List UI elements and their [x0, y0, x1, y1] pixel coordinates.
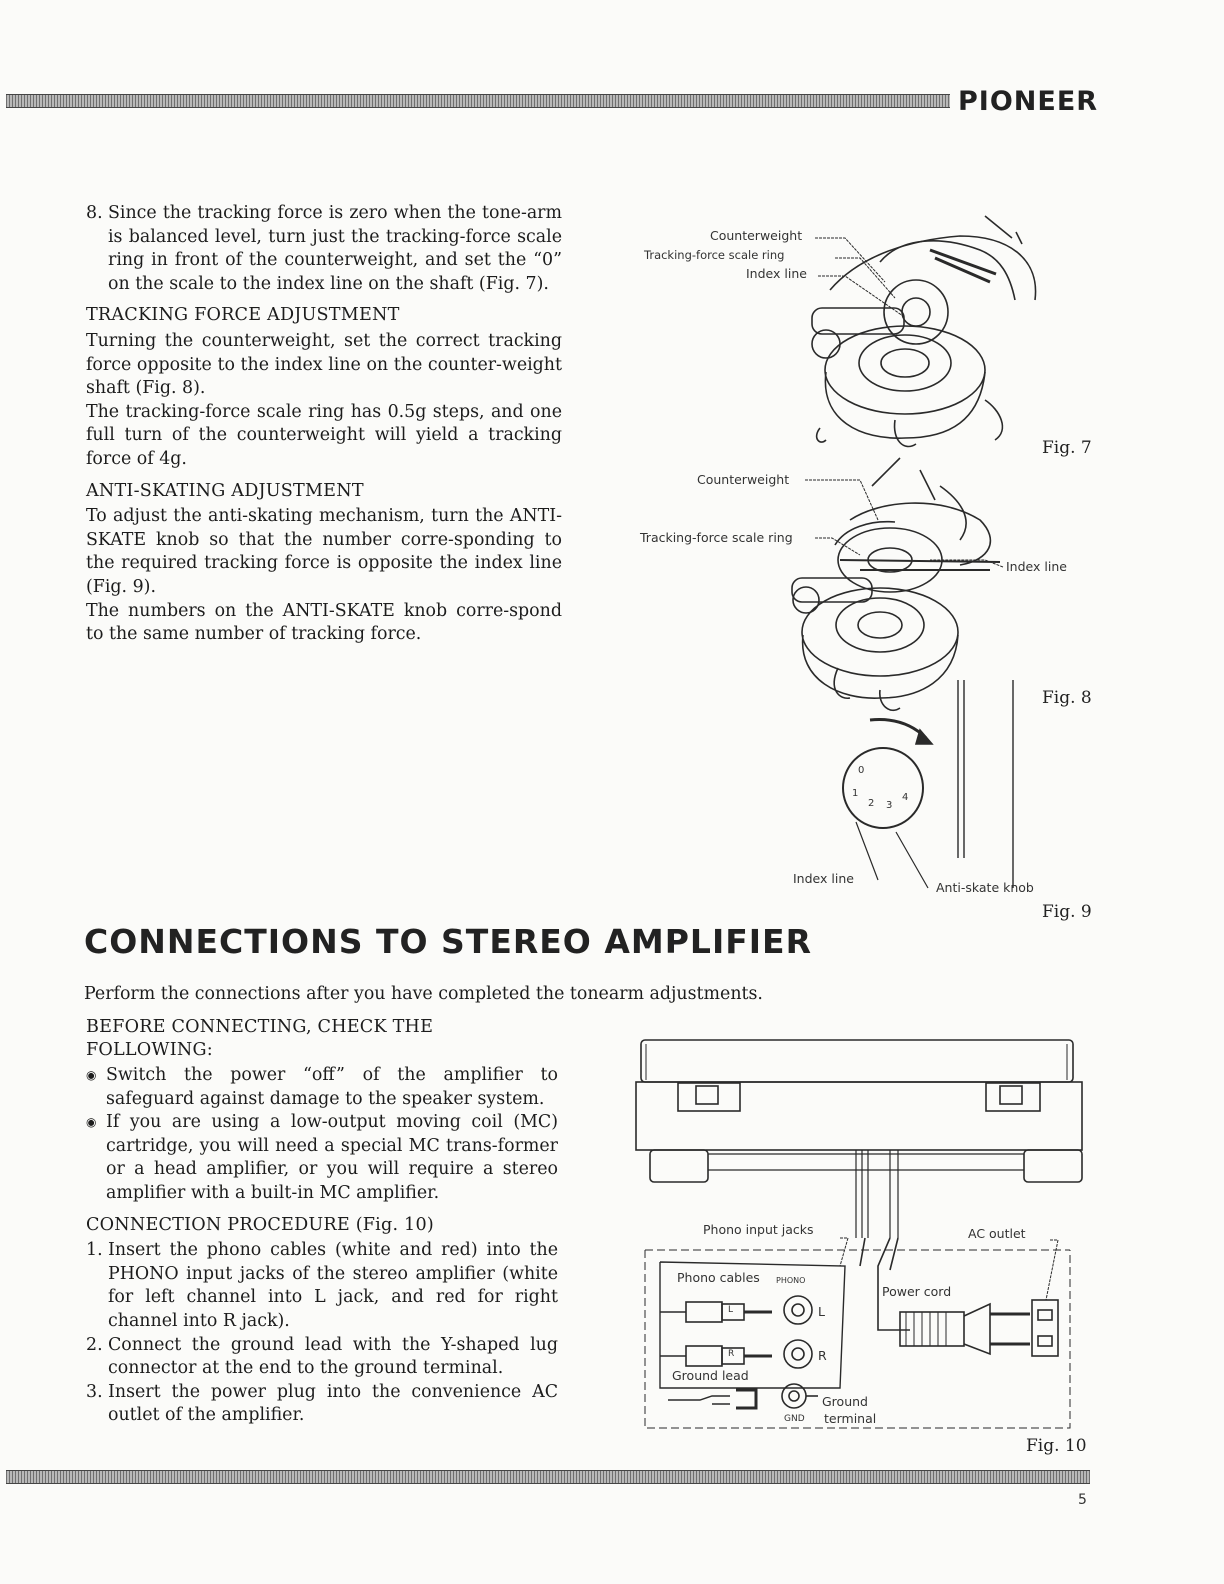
- cable-plug-l: L: [728, 1305, 734, 1315]
- tracking-force-title: TRACKING FORCE ADJUSTMENT: [86, 305, 400, 326]
- fig8-illustration: [791, 457, 1001, 712]
- ac-outlet-label: AC outlet: [968, 1226, 1026, 1241]
- step-number: 3.: [86, 1381, 103, 1402]
- phono-panel-label: PHONO: [776, 1276, 806, 1285]
- procedure-title: CONNECTION PROCEDURE (Fig. 10): [86, 1214, 434, 1235]
- section-intro: Perform the connections after you have c…: [84, 984, 763, 1004]
- step-number: 1.: [86, 1240, 103, 1261]
- anti-skating-title: ANTI-SKATING ADJUSTMENT: [86, 480, 364, 501]
- fig9-dial-numbers: 0 1 2 3 4: [852, 765, 908, 811]
- fig9-illustration: [842, 680, 1014, 889]
- phono-jack-r: [783, 1339, 813, 1369]
- tracking-force-paragraph-1: Turning the counterweight, set the corre…: [86, 330, 562, 399]
- phono-input-jacks-label: Phono input jacks: [703, 1222, 814, 1237]
- bullet-item: ◉ Switch the power “off” of the amplifie…: [86, 1064, 558, 1111]
- tonearm-instructions: 8. Since the tracking force is zero when…: [86, 202, 562, 647]
- before-connecting-title: BEFORE CONNECTING, CHECK THE FOLLOWING:: [86, 1017, 434, 1060]
- header-rule: [6, 94, 950, 108]
- fig8-counterweight-label: Counterweight: [697, 472, 790, 487]
- ground-lead-label: Ground lead: [672, 1368, 749, 1383]
- fig7-caption: Fig. 7: [1042, 438, 1092, 458]
- page-number: 5: [1078, 1492, 1087, 1508]
- dial-0: 0: [858, 765, 864, 776]
- fig9-index-label: Index line: [793, 871, 854, 886]
- fig7-index-label: Index line: [746, 266, 807, 281]
- step-text: Insert the phono cables (white and red) …: [108, 1240, 558, 1331]
- fig8-ring-label: Tracking-force scale ring: [640, 530, 793, 545]
- fig10-turntable-illustration: [635, 1039, 1083, 1238]
- power-cord-label: Power cord: [882, 1284, 952, 1299]
- procedure-step-2: 2. Connect the ground lead with the Y-sh…: [86, 1334, 558, 1381]
- step-8: 8. Since the tracking force is zero when…: [86, 202, 562, 296]
- step-text: Connect the ground lead with the Y-shape…: [108, 1334, 558, 1379]
- anti-skating-paragraph-2: The numbers on the ANTI-SKATE knob corre…: [86, 600, 562, 645]
- anti-skating-paragraph-1: To adjust the anti-skating mechanism, tu…: [86, 506, 562, 597]
- phono-jack-l: [783, 1295, 813, 1325]
- jack-l-label: L: [818, 1304, 825, 1319]
- phono-cables-label: Phono cables: [677, 1270, 760, 1285]
- ground-terminal-label-2: terminal: [824, 1411, 877, 1426]
- fig10-amplifier-panel: [644, 1237, 1071, 1429]
- fig9-caption: Fig. 9: [1042, 902, 1092, 922]
- fig7-ring-label: Tracking-force scale ring: [644, 248, 785, 262]
- procedure-step-3: 3. Insert the power plug into the conven…: [86, 1381, 558, 1428]
- ground-terminal-label: Ground: [822, 1394, 868, 1409]
- footer-rule: [6, 1470, 1090, 1484]
- bullet-icon: ◉: [86, 1068, 97, 1082]
- procedure-step-1: 1. Insert the phono cables (white and re…: [86, 1239, 558, 1333]
- dial-2: 2: [868, 798, 874, 809]
- fig7-illustration: [811, 215, 1037, 448]
- dial-1: 1: [852, 788, 858, 799]
- tracking-force-paragraph-2: The tracking-force scale ring has 0.5g s…: [86, 401, 562, 469]
- step-text: Insert the power plug into the convenien…: [108, 1381, 558, 1426]
- bullet-icon: ◉: [86, 1115, 97, 1130]
- jack-r-label: R: [818, 1348, 827, 1363]
- fig8-index-label: Index line: [1006, 559, 1067, 574]
- gnd-label: GND: [784, 1414, 805, 1424]
- cable-plug-r: R: [728, 1349, 735, 1359]
- fig10-caption: Fig. 10: [1026, 1436, 1087, 1456]
- dial-4: 4: [902, 792, 908, 803]
- fig9-knob-label: Anti-skate knob: [936, 880, 1034, 895]
- bullet-item: ◉ If you are using a low-output moving c…: [86, 1111, 558, 1205]
- fig8-caption: Fig. 8: [1042, 688, 1092, 708]
- step-number: 2.: [86, 1334, 103, 1355]
- step-number: 8.: [86, 203, 103, 223]
- section-heading: CONNECTIONS TO STEREO AMPLIFIER: [84, 922, 812, 961]
- dial-3: 3: [886, 800, 892, 811]
- bullet-text: Switch the power “off” of the amplifier …: [106, 1065, 558, 1109]
- step-text: Since the tracking force is zero when th…: [108, 203, 562, 294]
- fig7-counterweight-label: Counterweight: [710, 228, 803, 243]
- connection-instructions: BEFORE CONNECTING, CHECK THE FOLLOWING: …: [86, 1016, 558, 1428]
- brand-logo: PIONEER: [958, 86, 1099, 117]
- bullet-text: If you are using a low-output moving coi…: [106, 1112, 558, 1203]
